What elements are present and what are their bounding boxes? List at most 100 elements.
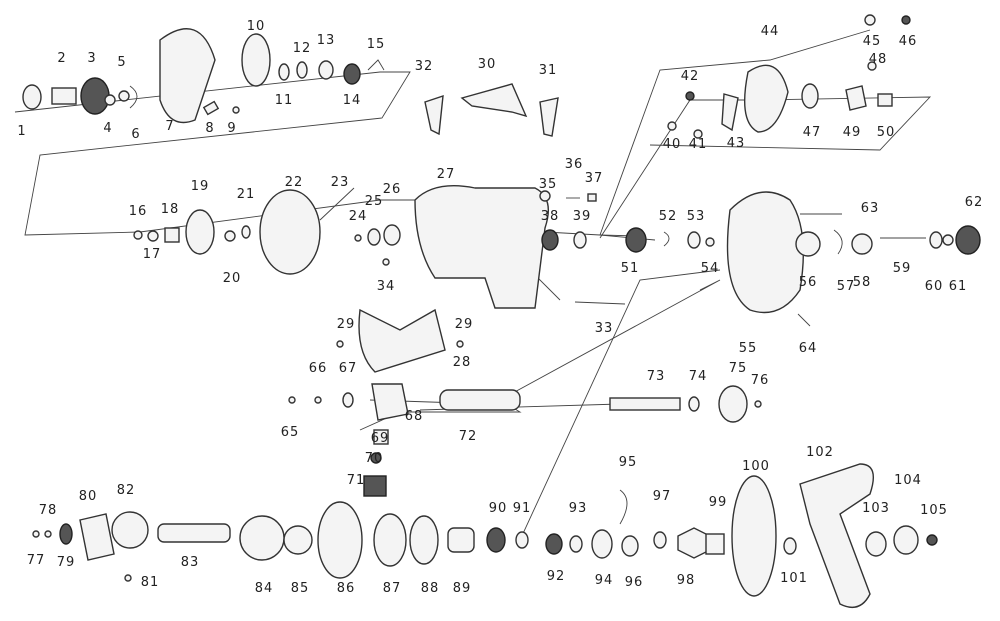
part-27 bbox=[414, 185, 549, 309]
part-5 bbox=[118, 90, 130, 102]
part-number-label: 87 bbox=[383, 581, 402, 596]
part-number-label: 63 bbox=[861, 201, 880, 216]
part-number-label: 70 bbox=[365, 451, 384, 466]
part-40 bbox=[667, 121, 677, 131]
part-number-label: 32 bbox=[415, 59, 434, 74]
part-34 bbox=[382, 258, 390, 266]
part-89 bbox=[447, 527, 475, 553]
part-42 bbox=[685, 91, 695, 101]
part-number-label: 101 bbox=[780, 571, 808, 586]
part-number-label: 45 bbox=[863, 34, 882, 49]
part-number-label: 22 bbox=[285, 175, 304, 190]
part-35 bbox=[539, 190, 551, 202]
part-69 bbox=[373, 429, 389, 445]
part-number-label: 92 bbox=[547, 569, 566, 584]
part-number-label: 98 bbox=[677, 573, 696, 588]
part-number-label: 41 bbox=[689, 137, 708, 152]
part-number-label: 71 bbox=[347, 473, 366, 488]
part-number-label: 21 bbox=[237, 187, 256, 202]
part-58 bbox=[851, 233, 873, 255]
parts bbox=[22, 14, 981, 608]
part-number-label: 29 bbox=[455, 317, 474, 332]
part-number-label: 97 bbox=[653, 489, 672, 504]
part-85 bbox=[283, 525, 313, 555]
part-78 bbox=[44, 530, 52, 538]
part-number-label: 40 bbox=[663, 137, 682, 152]
part-24 bbox=[354, 234, 362, 242]
part-number-label: 37 bbox=[585, 171, 604, 186]
part-16 bbox=[133, 230, 143, 240]
part-100 bbox=[731, 475, 777, 597]
part-22 bbox=[259, 189, 321, 275]
part-number-label: 34 bbox=[377, 279, 396, 294]
part-77 bbox=[32, 530, 40, 538]
part-23 bbox=[319, 187, 355, 221]
part-number-label: 14 bbox=[343, 93, 362, 108]
part-number-label: 4 bbox=[103, 121, 112, 136]
part-number-label: 89 bbox=[453, 581, 472, 596]
part-number-label: 59 bbox=[893, 261, 912, 276]
part-83 bbox=[157, 523, 231, 543]
part-95 bbox=[619, 489, 628, 525]
part-number-label: 55 bbox=[739, 341, 758, 356]
part-number-label: 65 bbox=[281, 425, 300, 440]
part-72 bbox=[439, 389, 521, 411]
part-number-label: 25 bbox=[365, 194, 384, 209]
part-number-label: 3 bbox=[87, 51, 96, 66]
part-number-label: 95 bbox=[619, 455, 638, 470]
part-number-label: 72 bbox=[459, 429, 478, 444]
part-38 bbox=[541, 229, 559, 251]
part-60 bbox=[929, 231, 943, 249]
part-number-label: 8 bbox=[205, 121, 214, 136]
part-92 bbox=[545, 533, 563, 555]
part-70 bbox=[370, 452, 382, 464]
part-number-label: 24 bbox=[349, 209, 368, 224]
part-62 bbox=[955, 225, 981, 255]
part-number-label: 88 bbox=[421, 581, 440, 596]
part-90 bbox=[486, 527, 506, 553]
part-17 bbox=[147, 230, 159, 242]
part-number-label: 44 bbox=[761, 24, 780, 39]
part-56 bbox=[795, 231, 821, 257]
part-33 bbox=[574, 301, 626, 305]
part-number-label: 35 bbox=[539, 177, 558, 192]
part-4 bbox=[104, 94, 116, 106]
part-number-label: 67 bbox=[339, 361, 358, 376]
part-number-label: 68 bbox=[405, 409, 424, 424]
part-number-label: 33 bbox=[595, 321, 614, 336]
part-74 bbox=[688, 396, 700, 412]
part-number-label: 80 bbox=[79, 489, 98, 504]
part-20 bbox=[224, 230, 236, 242]
part-number-label: 85 bbox=[291, 581, 310, 596]
part-6 bbox=[129, 85, 138, 109]
part-31 bbox=[539, 97, 559, 137]
part-number-label: 104 bbox=[894, 473, 922, 488]
part-number-label: 61 bbox=[949, 279, 968, 294]
part-103 bbox=[865, 531, 887, 557]
part-104 bbox=[893, 525, 919, 555]
part-97 bbox=[653, 531, 667, 549]
part-99 bbox=[705, 533, 725, 555]
part-84 bbox=[239, 515, 285, 561]
part-number-label: 62 bbox=[965, 195, 984, 210]
part-49 bbox=[845, 85, 867, 111]
part-number-label: 103 bbox=[862, 501, 890, 516]
part-98 bbox=[677, 527, 711, 559]
part-number-label: 51 bbox=[621, 261, 640, 276]
part-number-label: 18 bbox=[161, 202, 180, 217]
part-80 bbox=[79, 513, 115, 561]
part-28 bbox=[358, 308, 446, 373]
part-91 bbox=[515, 531, 529, 549]
part-11 bbox=[278, 63, 290, 81]
part-43 bbox=[721, 93, 739, 132]
part-number-label: 26 bbox=[383, 182, 402, 197]
part-2 bbox=[51, 87, 77, 105]
part-30 bbox=[460, 83, 528, 118]
part-55 bbox=[726, 191, 804, 314]
part-number-label: 5 bbox=[117, 55, 126, 70]
part-53 bbox=[687, 231, 701, 249]
part-75 bbox=[718, 385, 748, 423]
part-number-label: 31 bbox=[539, 63, 558, 78]
part-number-label: 93 bbox=[569, 501, 588, 516]
